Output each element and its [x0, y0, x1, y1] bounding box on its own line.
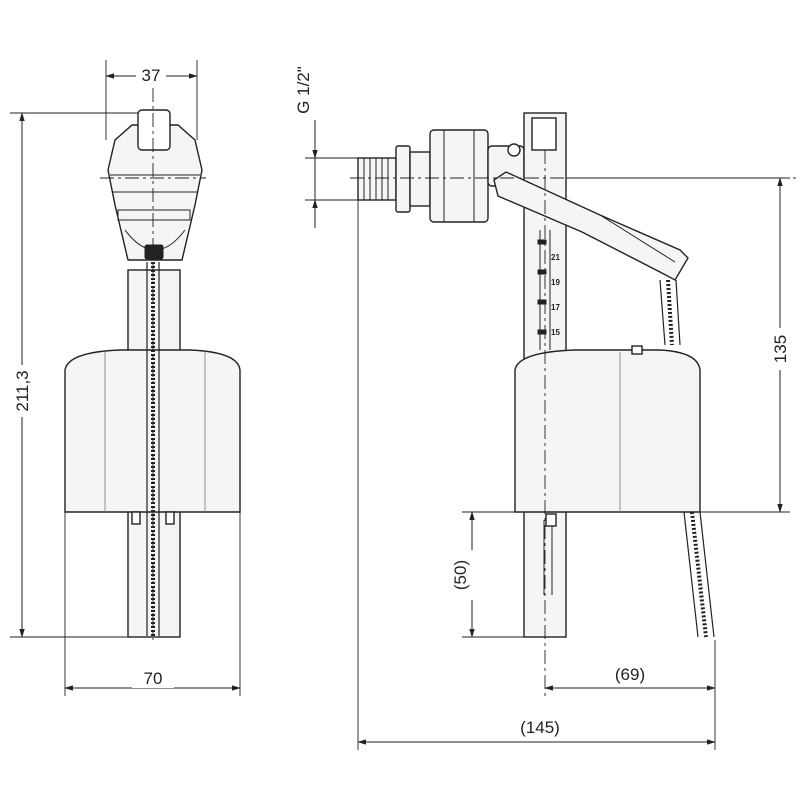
side-valve-port: [507, 143, 521, 157]
side-upper-chain: [666, 279, 674, 346]
scale-mark-21: 21: [551, 253, 560, 262]
scale-mark-15: 15: [551, 328, 560, 337]
front-view: [64, 88, 241, 640]
front-inlet-cap: [137, 109, 171, 151]
side-valve-body: [429, 129, 489, 223]
side-float: [514, 349, 701, 513]
dim-width-69: (69): [615, 665, 645, 684]
side-nut: [395, 145, 411, 213]
side-lower-chain: [690, 511, 708, 638]
dim-width-bottom: 70: [144, 669, 163, 688]
dim-width-top: 37: [142, 66, 161, 85]
scale-mark-17: 17: [551, 303, 560, 312]
dim-width-145: (145): [520, 718, 560, 737]
side-view: 21 19 17 15: [350, 112, 800, 696]
dim-thread: G 1/2": [294, 66, 313, 114]
dim-height-total: 211,3: [13, 370, 32, 411]
dim-height-135: 135: [771, 335, 790, 363]
side-dimensions: G 1/2" 135 (50) (69) (145): [294, 66, 790, 750]
dim-height-50: (50): [451, 560, 470, 590]
scale-mark-19: 19: [551, 278, 560, 287]
side-lever-arm: [493, 171, 689, 281]
front-dimensions: 37 211,3 70: [10, 60, 241, 696]
